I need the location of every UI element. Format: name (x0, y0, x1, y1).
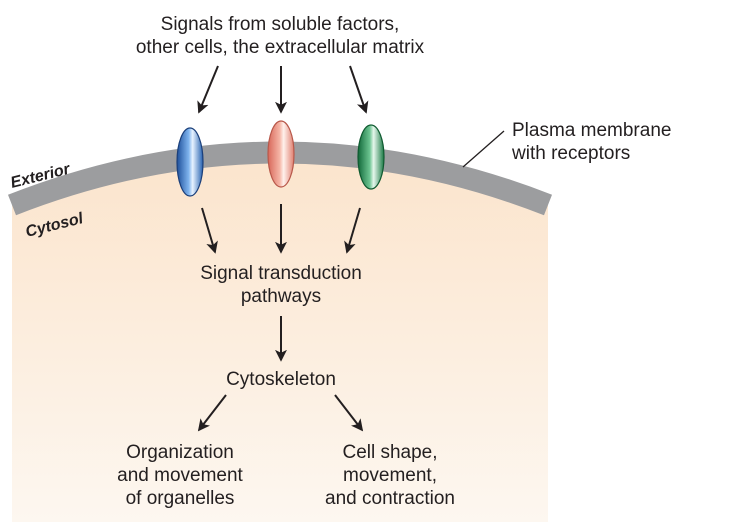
signals-label: Signals from soluble factors, other cell… (135, 14, 425, 58)
cell-shape-arrow (334, 394, 364, 432)
plasma-membrane-label: Plasma membrane with receptors (512, 120, 672, 164)
signal-transduction-label: Signal transduction pathways (200, 263, 362, 307)
signal-arrow-3 (349, 65, 369, 114)
organization-arrow (197, 394, 227, 432)
cell-shape-label: Cell shape, movement, and contraction (325, 442, 455, 509)
cytoskeleton-label: Cytoskeleton (226, 369, 336, 390)
membrane-leader-line (462, 130, 505, 168)
pink-receptor (267, 120, 295, 188)
transduction-arrow-1 (201, 207, 218, 254)
signal-arrow-1 (197, 65, 219, 114)
green-receptor (357, 124, 385, 190)
organization-label: Organization and movement of organelles (117, 442, 243, 509)
blue-receptor (176, 127, 204, 197)
transduction-arrow-3 (344, 207, 361, 254)
